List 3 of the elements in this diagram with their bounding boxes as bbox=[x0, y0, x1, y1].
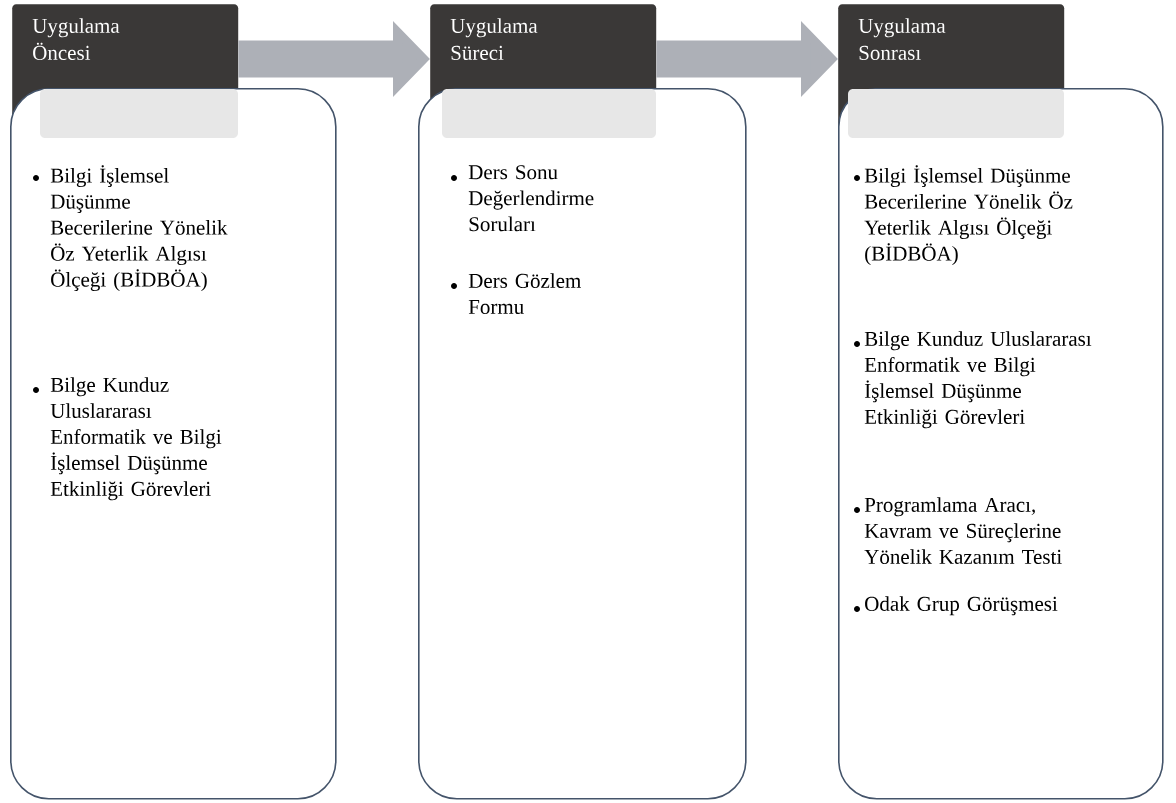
list-box: Bilgi İşlemsel Düşünme Becerilerine Yönelik Öz Yeterlik Algısı Ölçeği (BİDBÖA) Bilge Kunduz Uluslararası Enformatik ve Bilgi İşlemsel Düşünme Etkinliği Görevleri Programlama Aracı, Kavram ve Süreçlerine Yönelik Kazanım Testi Odak Grup Görüşmesi bbox=[838, 88, 1164, 800]
list-box: Ders Sonu Değerlendirme Soruları Ders Gözlem Formu bbox=[418, 88, 747, 800]
list-box: Bilgi İşlemsel Düşünme Becerilerine Yönelik Öz Yeterlik Algısı Ölçeği (BİDBÖA) Bilge Kunduz Uluslararası Enformatik ve Bilgi İşlemsel Düşünme Etkinliği Görevleri bbox=[10, 88, 337, 800]
